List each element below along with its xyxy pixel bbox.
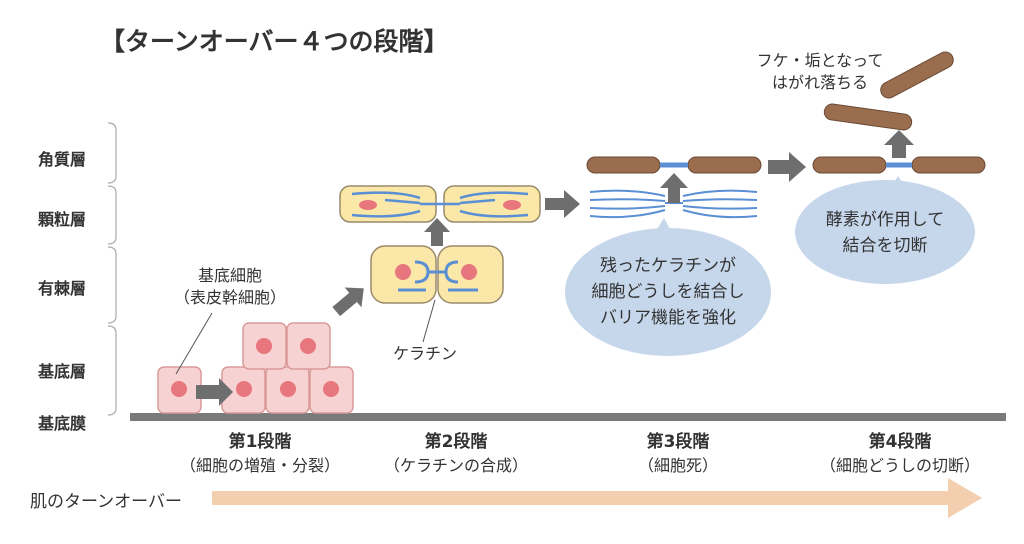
- up-arrow-stage4: [884, 130, 914, 158]
- membrane-label: 基底膜: [37, 414, 86, 433]
- dead-cell: [812, 156, 887, 174]
- bubble-stage3: [565, 218, 771, 356]
- keratin-pointer: [422, 299, 436, 343]
- page-title: 【ターンオーバー４つの段階】: [100, 27, 449, 56]
- layer-brackets: [107, 122, 117, 416]
- keratin-fibers: [351, 191, 529, 218]
- basal-cell-label: 基底細胞 （表皮幹細胞）: [173, 266, 286, 307]
- nucleus: [461, 264, 477, 280]
- stage2-to-stage3-arrow: [545, 190, 580, 218]
- turnover-label: 肌のターンオーバー: [30, 492, 182, 512]
- turnover-arrow: [212, 478, 982, 518]
- stage-4: 第4段階 （細胞どうしの切断）: [819, 432, 980, 475]
- nucleus: [256, 338, 272, 354]
- dead-cells-stage3: [586, 156, 762, 219]
- stage1-to-stage2-arrow: [332, 287, 364, 317]
- up-arrow-stage2: [424, 218, 450, 246]
- basal-cell-pointer: [175, 312, 213, 375]
- dead-cells-stage4: [812, 51, 986, 174]
- nucleus: [395, 264, 411, 280]
- nucleus: [300, 338, 316, 354]
- flake-label: フケ・垢となって はがれ落ちる: [756, 51, 884, 92]
- bracket-stratum-granulosum: [107, 185, 117, 245]
- bracket-stratum-spinosum: [107, 246, 117, 324]
- granular-cells: [339, 185, 541, 223]
- spinous-cells: [370, 245, 504, 304]
- dead-cell: [586, 156, 661, 174]
- layer-label-corneum: 角質層: [37, 150, 86, 169]
- bubble-text-stage4: 酵素が作用して 結合を切断: [825, 210, 945, 256]
- stage3-to-stage4-arrow: [768, 152, 806, 182]
- division-arrow: [196, 378, 233, 406]
- dead-cell: [687, 156, 762, 174]
- nucleus: [359, 200, 377, 210]
- layer-label-basale: 基底層: [37, 362, 86, 381]
- bubble-text-stage3: 残ったケラチンが 細胞どうしを結合し バリア機能を強化: [591, 256, 745, 328]
- nucleus: [236, 381, 252, 397]
- basement-membrane: [130, 413, 1006, 421]
- stage-2: 第2段階 （ケラチンの合成）: [383, 432, 528, 475]
- keratin-strands: [589, 189, 758, 219]
- layer-label-spinosum: 有棘層: [37, 279, 86, 298]
- bracket-stratum-corneum: [107, 122, 117, 184]
- up-arrow-stage3: [660, 173, 688, 203]
- nucleus: [171, 381, 187, 397]
- keratin-label: ケラチン: [392, 344, 457, 363]
- basal-cells: [157, 322, 354, 414]
- stage-1: 第1段階 （細胞の増殖・分裂）: [179, 432, 340, 475]
- bubble-stage4: [795, 176, 975, 284]
- stage-3: 第3段階 （細胞死）: [637, 432, 718, 475]
- keratin-fibers: [398, 260, 478, 292]
- shedding-cell: [823, 103, 913, 131]
- nucleus: [323, 381, 339, 397]
- nucleus: [503, 200, 521, 210]
- dead-cell: [911, 156, 986, 174]
- bracket-stratum-basale: [107, 325, 117, 416]
- nucleus: [280, 381, 296, 397]
- shedding-cell: [880, 51, 954, 99]
- layer-label-granulosum: 顆粒層: [37, 210, 86, 229]
